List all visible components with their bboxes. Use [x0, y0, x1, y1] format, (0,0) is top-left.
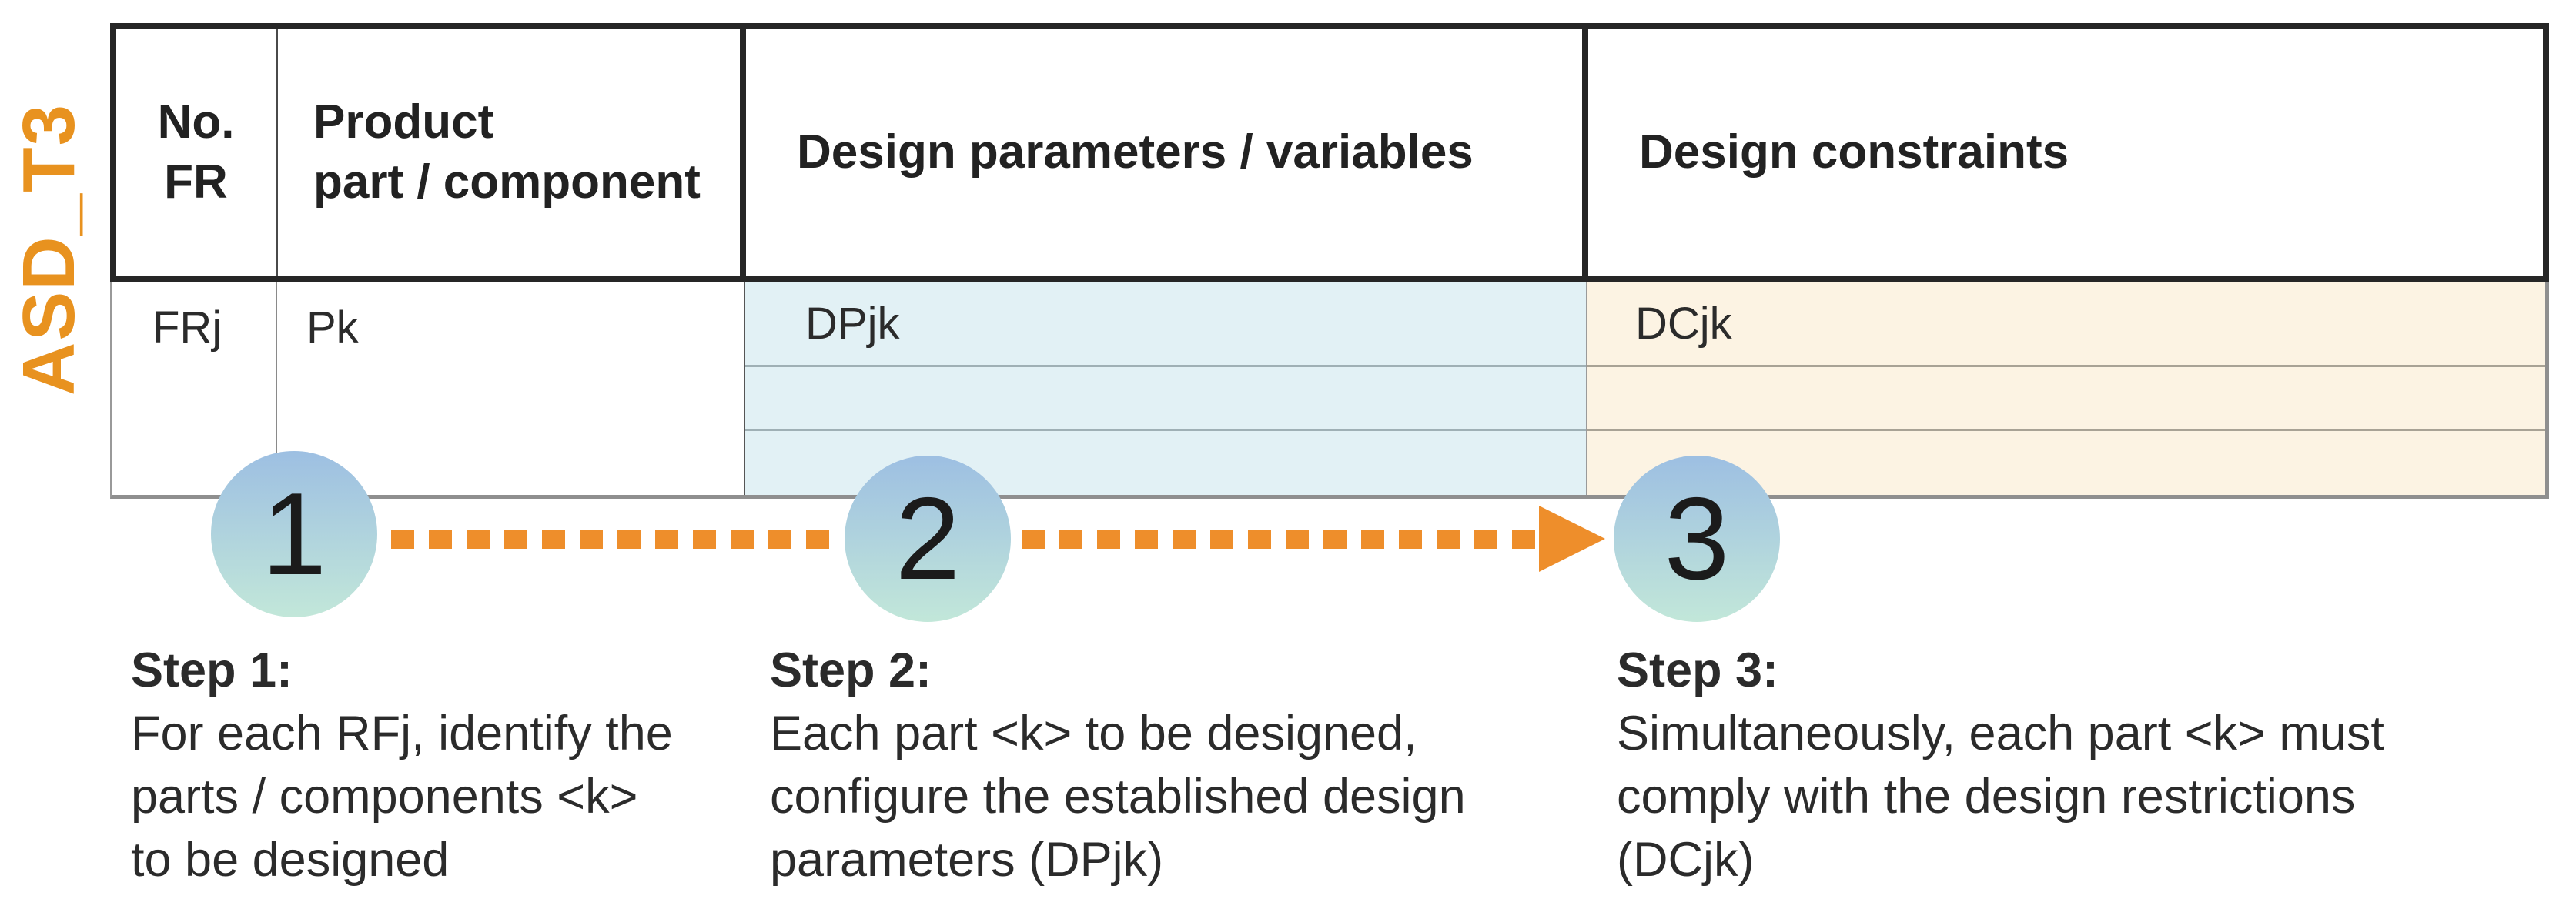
- step-1-description: Step 1: For each RFj, identify the parts…: [131, 639, 673, 891]
- header-dc-label: Design constraints: [1639, 125, 2069, 179]
- step-3-badge: 3: [1614, 456, 1780, 622]
- step-3-line-1: Simultaneously, each part <k> must: [1617, 707, 2384, 760]
- header-part-line1: Product: [313, 95, 494, 149]
- step-2-description: Step 2: Each part <k> to be designed, co…: [770, 639, 1466, 891]
- side-label-asd-t3: ASD_T3: [8, 102, 90, 396]
- header-cell-product-part: Product part / component: [278, 29, 746, 276]
- step-3-line-3: (DCjk): [1617, 833, 1755, 887]
- step-2-title: Step 2:: [770, 643, 932, 697]
- cell-frj: FRj: [112, 282, 277, 495]
- step-2-line-2: configure the established design: [770, 770, 1466, 824]
- dc-subrow-2: [1587, 367, 2545, 431]
- cell-pk: Pk: [277, 282, 745, 495]
- header-cell-design-parameters: Design parameters / variables: [746, 29, 1588, 276]
- step-1-title: Step 1:: [131, 643, 293, 697]
- header-no-line2: FR: [164, 155, 228, 209]
- cell-dc-column: DCjk: [1587, 282, 2545, 495]
- dashed-connector-2-3: [1022, 530, 1539, 549]
- dp-subrow-2: [745, 367, 1586, 431]
- step-3-description: Step 3: Simultaneously, each part <k> mu…: [1617, 639, 2384, 891]
- table-header-row: No. FR Product part / component Design p…: [110, 23, 2549, 282]
- dp-subrow-1: DPjk: [745, 282, 1586, 367]
- header-no-line1: No.: [157, 95, 235, 149]
- table-body-row: FRj Pk DPjk DCjk: [110, 282, 2549, 499]
- header-cell-design-constraints: Design constraints: [1588, 29, 2543, 276]
- step-3-title: Step 3:: [1617, 643, 1779, 697]
- step-1-line-3: to be designed: [131, 833, 450, 887]
- dc-value: DCjk: [1635, 298, 1732, 349]
- header-cell-no-fr: No. FR: [116, 29, 278, 276]
- dp-value: DPjk: [805, 298, 900, 349]
- cell-dp-column: DPjk: [745, 282, 1587, 495]
- dashed-connector-1-2: [391, 530, 831, 549]
- step-2-badge: 2: [845, 456, 1011, 622]
- arrow-head-icon: [1539, 506, 1605, 572]
- step-1-line-1: For each RFj, identify the: [131, 707, 673, 760]
- dc-subrow-1: DCjk: [1587, 282, 2545, 367]
- step-3-line-2: comply with the design restrictions: [1617, 770, 2356, 824]
- header-part-line2: part / component: [313, 155, 701, 209]
- step-2-line-3: parameters (DPjk): [770, 833, 1164, 887]
- step-1-badge: 1: [211, 451, 377, 617]
- step-2-line-1: Each part <k> to be designed,: [770, 707, 1417, 760]
- header-dp-label: Design parameters / variables: [797, 125, 1474, 179]
- step-1-line-2: parts / components <k>: [131, 770, 638, 824]
